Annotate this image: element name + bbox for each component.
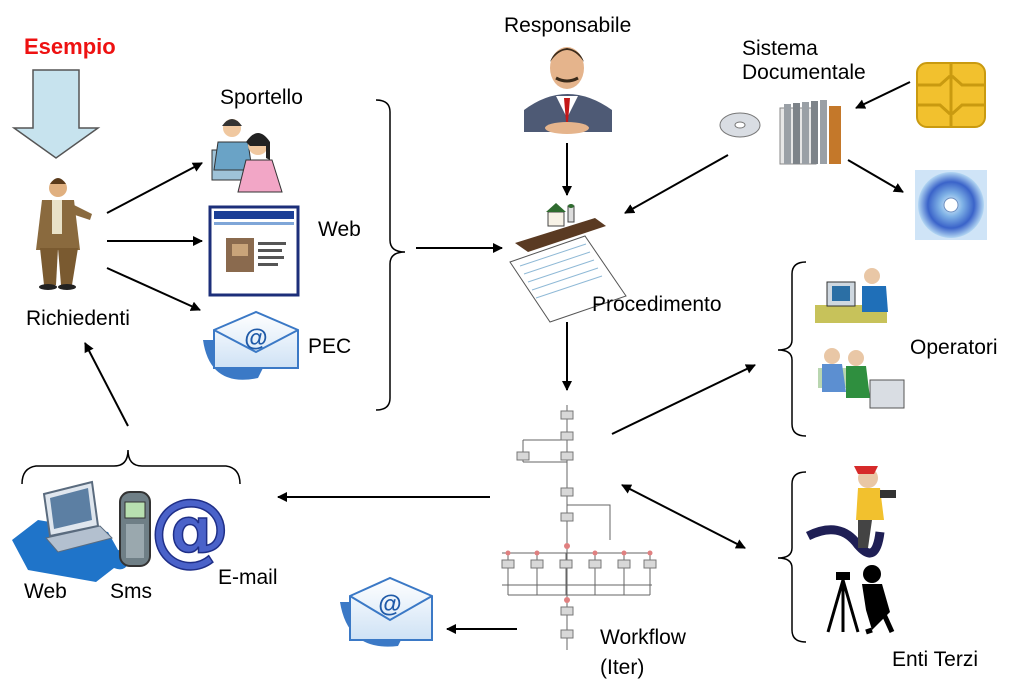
label-web-notify: Web [24, 580, 67, 603]
businessman-icon [36, 178, 92, 290]
label-workflow-line1: Workflow [600, 626, 686, 649]
surveyor-icon [826, 565, 895, 635]
meeting-icon [818, 348, 905, 409]
label-enti-terzi: Enti Terzi [892, 648, 978, 671]
mobile-phone-icon [119, 491, 151, 567]
label-workflow-line2: (Iter) [600, 656, 645, 679]
label-procedimento: Procedimento [592, 293, 722, 316]
label-sistema-line1: Sistema [742, 37, 818, 60]
label-operatori: Operatori [910, 336, 998, 359]
office-worker-icon [815, 268, 888, 323]
brace-channels [375, 99, 406, 411]
label-sistema-line2: Documentale [742, 61, 866, 84]
at-sign-icon: @ [149, 481, 231, 576]
counter-clerks-icon [211, 119, 283, 193]
label-pec: PEC [308, 335, 352, 358]
label-sportello: Sportello [220, 86, 303, 109]
cd-icon [915, 170, 987, 240]
binders-cd-icon [719, 100, 841, 165]
email-envelope-icon: @ [203, 310, 299, 380]
svg-text:@: @ [244, 325, 267, 352]
flow-arrows [84, 81, 911, 634]
label-web-channel: Web [318, 218, 361, 241]
brace-enti-terzi [777, 471, 807, 643]
svg-text:@: @ [150, 482, 230, 575]
workflow-graph-icon [501, 405, 657, 650]
label-responsabile: Responsabile [504, 14, 632, 37]
brace-operators [777, 261, 807, 437]
manager-icon [524, 47, 612, 134]
farm-document-icon [509, 203, 627, 323]
smartcard-chip-icon [916, 62, 986, 128]
label-sms: Sms [110, 580, 152, 603]
email-envelope-icon: @ [340, 576, 433, 647]
laptop-puzzle-icon [12, 480, 129, 582]
down-arrow-icon [11, 69, 101, 159]
diagram-title: Esempio [24, 34, 116, 59]
label-email: E-mail [218, 566, 278, 589]
svg-text:@: @ [378, 591, 401, 618]
label-richiedenti: Richiedenti [26, 307, 130, 330]
brace-notifications [21, 449, 241, 485]
hose-worker-icon [805, 466, 896, 558]
web-page-icon [208, 205, 300, 297]
